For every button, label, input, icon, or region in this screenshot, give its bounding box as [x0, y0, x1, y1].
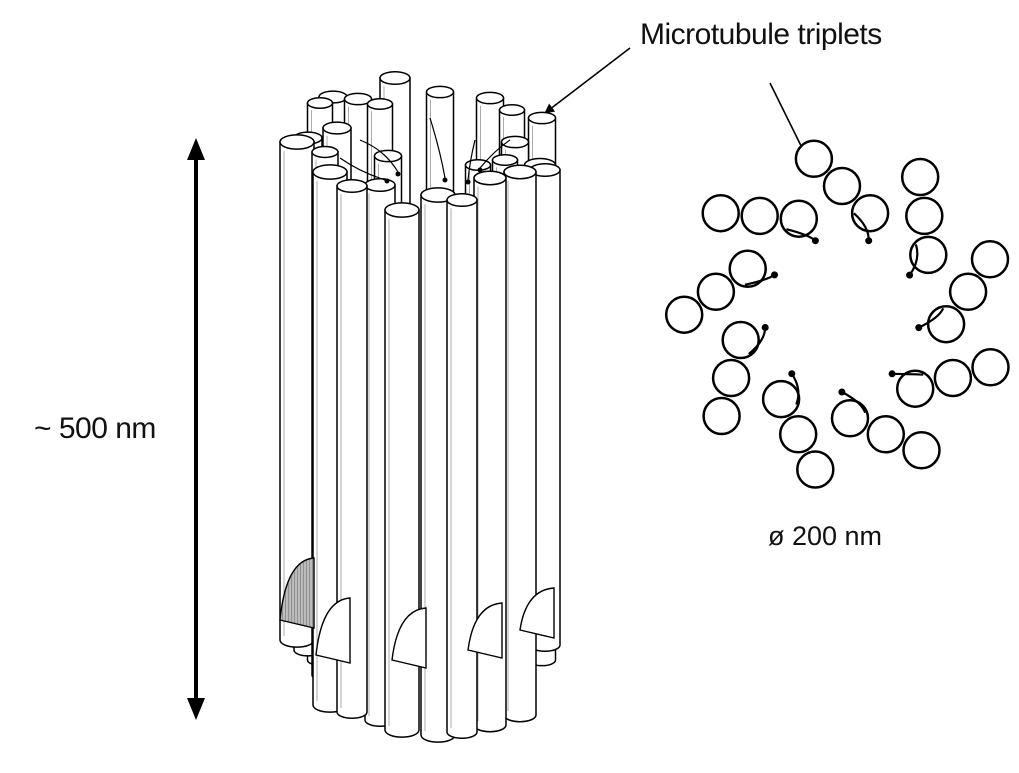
microtubule: [948, 272, 988, 312]
microtubule-triplet: [701, 193, 819, 245]
microtubule: [933, 358, 973, 398]
microtubule: [711, 358, 751, 398]
microtubule: [926, 304, 966, 344]
wall-cut-sheet: [279, 557, 315, 629]
microtubule: [971, 348, 1010, 387]
length-arrow: [187, 138, 205, 720]
wall-cut-sheet: [315, 597, 351, 664]
microtubule: [721, 320, 760, 360]
microtubule-triplet: [888, 348, 1010, 408]
microtubule: [779, 199, 819, 238]
microtubule: [905, 196, 944, 236]
microtubule: [503, 164, 537, 723]
length-label: ~ 500 nm: [34, 412, 156, 445]
microtubule: [796, 450, 835, 489]
microtubule: [902, 431, 941, 470]
microtubule: [279, 134, 315, 648]
wall-cut-sheet: [467, 602, 503, 659]
diameter-label: ø 200 nm: [768, 521, 883, 551]
microtubule: [446, 192, 478, 740]
microtubule-triplet: [761, 370, 835, 489]
microtubule: [778, 415, 818, 454]
microtubule-triplet: [900, 157, 948, 279]
microtubule: [664, 295, 704, 334]
microtubule: [866, 415, 906, 454]
microtubule-triplet: [664, 249, 778, 334]
microtubule: [696, 272, 736, 312]
microtubule-triplets-label: Microtubule triplets: [640, 18, 882, 51]
microtubule: [702, 396, 741, 436]
microtubule: [822, 166, 862, 206]
wall-cut-sheet: [519, 587, 555, 639]
microtubule-triplet: [830, 388, 941, 470]
hub-linkers: [339, 117, 511, 185]
microtubule-triplet: [915, 240, 1010, 344]
centriole-3d-model: [279, 70, 561, 743]
microtubule: [895, 369, 935, 408]
centriole-cross-section: [664, 139, 1010, 489]
microtubule-triplet: [794, 139, 890, 245]
wall-cut-sheet: [391, 607, 427, 669]
microtubule: [909, 235, 948, 275]
microtubule: [701, 193, 740, 233]
microtubule: [336, 178, 368, 720]
microtubule: [830, 399, 870, 438]
triplet-pointers: [544, 47, 813, 169]
microtubule: [473, 170, 507, 733]
microtubule-triplet: [702, 320, 769, 436]
microtubule: [728, 249, 767, 289]
microtubule: [740, 196, 779, 236]
microtubule: [970, 240, 1010, 279]
microtubule: [761, 379, 801, 419]
microtubule: [794, 139, 834, 179]
microtubule: [900, 157, 940, 197]
microtubule: [850, 193, 890, 233]
microtubule: [384, 202, 420, 738]
